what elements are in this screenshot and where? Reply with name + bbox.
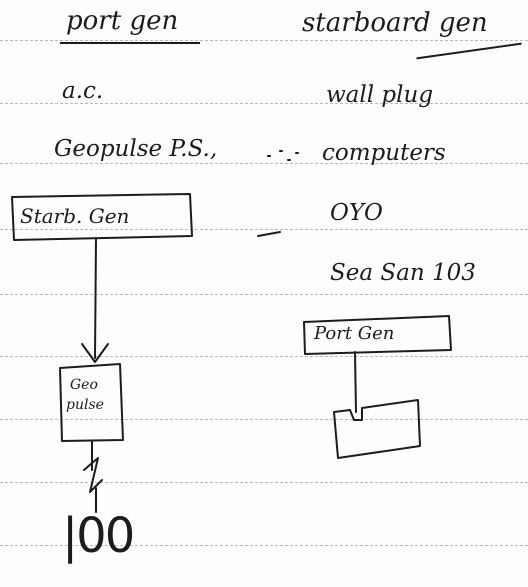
ruled-line [0, 545, 528, 546]
dot-marks [267, 150, 299, 161]
left-item-ac: a.c. [62, 78, 104, 104]
speaker-symbol: |00 [62, 508, 135, 564]
ruled-line [0, 294, 528, 295]
starboard-gen-heading: starboard gen [302, 8, 488, 38]
heading-underline [60, 42, 200, 44]
geopulse-box [59, 363, 124, 442]
starb-gen-box [11, 193, 193, 241]
ruled-line [0, 40, 528, 41]
right-item-sea-san: Sea San 103 [330, 260, 476, 286]
port-gen-box [303, 315, 452, 355]
starb-gen-label: Starb. Gen [20, 204, 130, 228]
left-item-geopulse: Geopulse P.S., [54, 136, 218, 162]
ruled-line [0, 419, 528, 420]
ruled-line [0, 356, 528, 357]
right-item-oyo: OYO [330, 200, 383, 226]
ruled-line [0, 163, 528, 164]
ruled-line [0, 229, 528, 230]
device-box [333, 399, 421, 459]
connector-line [94, 237, 97, 359]
connector-line [354, 351, 357, 413]
zigzag-symbol [83, 457, 103, 493]
ruled-line [0, 103, 528, 104]
port-gen-heading: port gen [66, 6, 179, 36]
port-gen-label: Port Gen [314, 323, 395, 344]
arrow-head [81, 343, 109, 363]
ruled-line [0, 482, 528, 483]
geopulse-label-line2: pulse [66, 397, 104, 413]
dash-mark [257, 231, 281, 237]
right-item-wall-plug: wall plug [326, 82, 434, 108]
right-item-computers: computers [322, 140, 446, 166]
geopulse-label-line1: Geo [70, 377, 98, 393]
